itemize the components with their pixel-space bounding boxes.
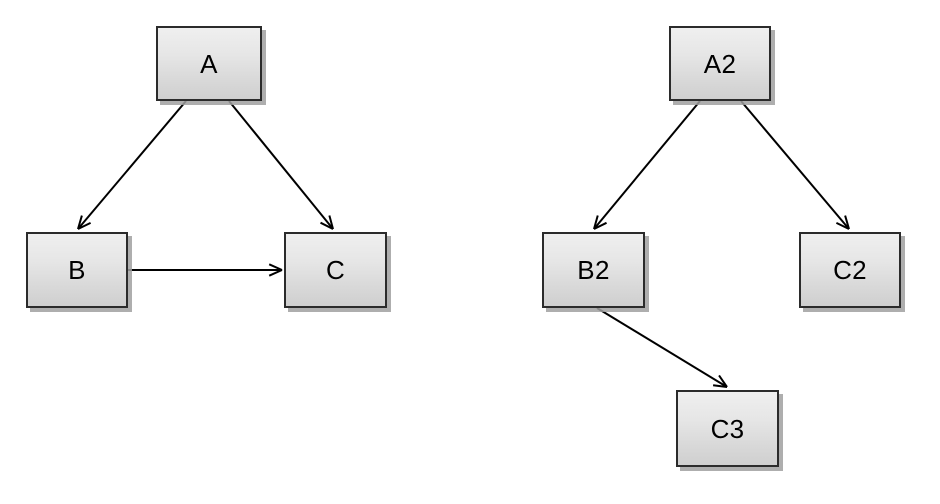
node-label: C3	[710, 413, 745, 444]
arrowhead-stroke	[593, 215, 599, 230]
arrowhead-stroke	[593, 221, 607, 230]
arrowhead-stroke	[268, 263, 283, 271]
edge-line	[596, 307, 728, 388]
edge-A2-B2	[593, 100, 701, 230]
node-label: B	[68, 255, 86, 285]
edge-line	[593, 100, 701, 230]
node-c2[interactable]: C2	[799, 232, 901, 308]
node-label: C	[325, 255, 346, 285]
arrowhead-stroke	[320, 221, 334, 230]
arrowhead-stroke	[328, 215, 334, 230]
arrowhead-stroke	[77, 215, 83, 230]
node-label: C2	[833, 255, 867, 285]
node-a[interactable]: A	[156, 26, 262, 101]
edge-line	[77, 100, 187, 230]
arrowhead-stroke	[835, 222, 850, 230]
node-c[interactable]: C	[284, 232, 387, 308]
edge-line	[740, 100, 850, 230]
edge-A-B	[77, 100, 187, 230]
node-c3[interactable]: C3	[676, 390, 779, 467]
arrowhead-stroke	[77, 222, 92, 230]
node-a2[interactable]: A2	[669, 26, 771, 101]
arrowhead-stroke	[844, 215, 850, 230]
edge-B-C	[128, 263, 283, 277]
arrowhead-stroke	[712, 384, 728, 388]
edge-A-C	[228, 100, 334, 230]
node-label: B2	[577, 255, 610, 285]
edge-B2-C3	[596, 307, 728, 388]
node-b[interactable]: B	[26, 232, 128, 308]
node-b2[interactable]: B2	[542, 232, 645, 308]
node-label: A2	[703, 48, 737, 79]
node-label: A	[200, 48, 218, 79]
edge-line	[228, 100, 334, 230]
edge-A2-C2	[740, 100, 850, 230]
arrowhead-stroke	[718, 374, 728, 388]
arrowhead-stroke	[268, 269, 283, 277]
